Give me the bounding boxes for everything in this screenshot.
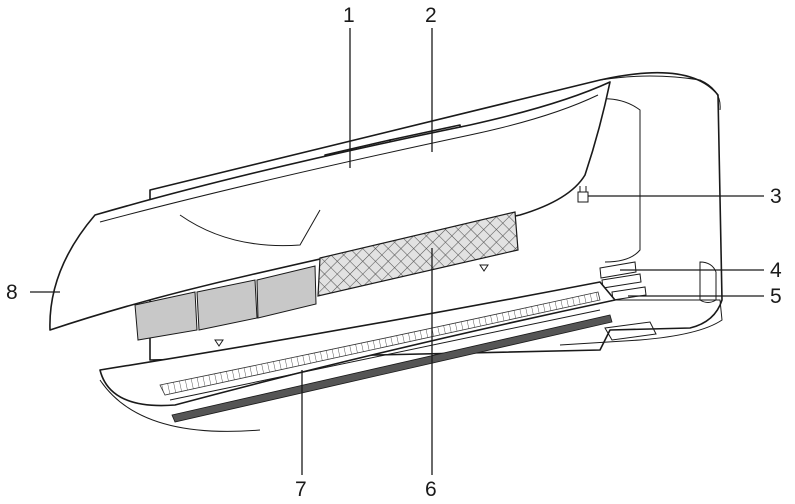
callout-3: 3 — [770, 185, 782, 208]
callout-labels: 1 2 3 4 5 6 7 8 — [6, 4, 782, 501]
callout-1: 1 — [343, 4, 355, 27]
callout-7: 7 — [295, 478, 307, 501]
callout-5: 5 — [770, 285, 782, 308]
callout-4: 4 — [770, 259, 782, 282]
air-louvers — [99, 281, 616, 432]
air-filters — [134, 211, 519, 347]
callout-8: 8 — [6, 281, 18, 304]
front-panel — [49, 81, 611, 331]
callout-2: 2 — [425, 4, 437, 27]
callout-6: 6 — [425, 478, 437, 501]
leader-lines — [30, 28, 764, 475]
